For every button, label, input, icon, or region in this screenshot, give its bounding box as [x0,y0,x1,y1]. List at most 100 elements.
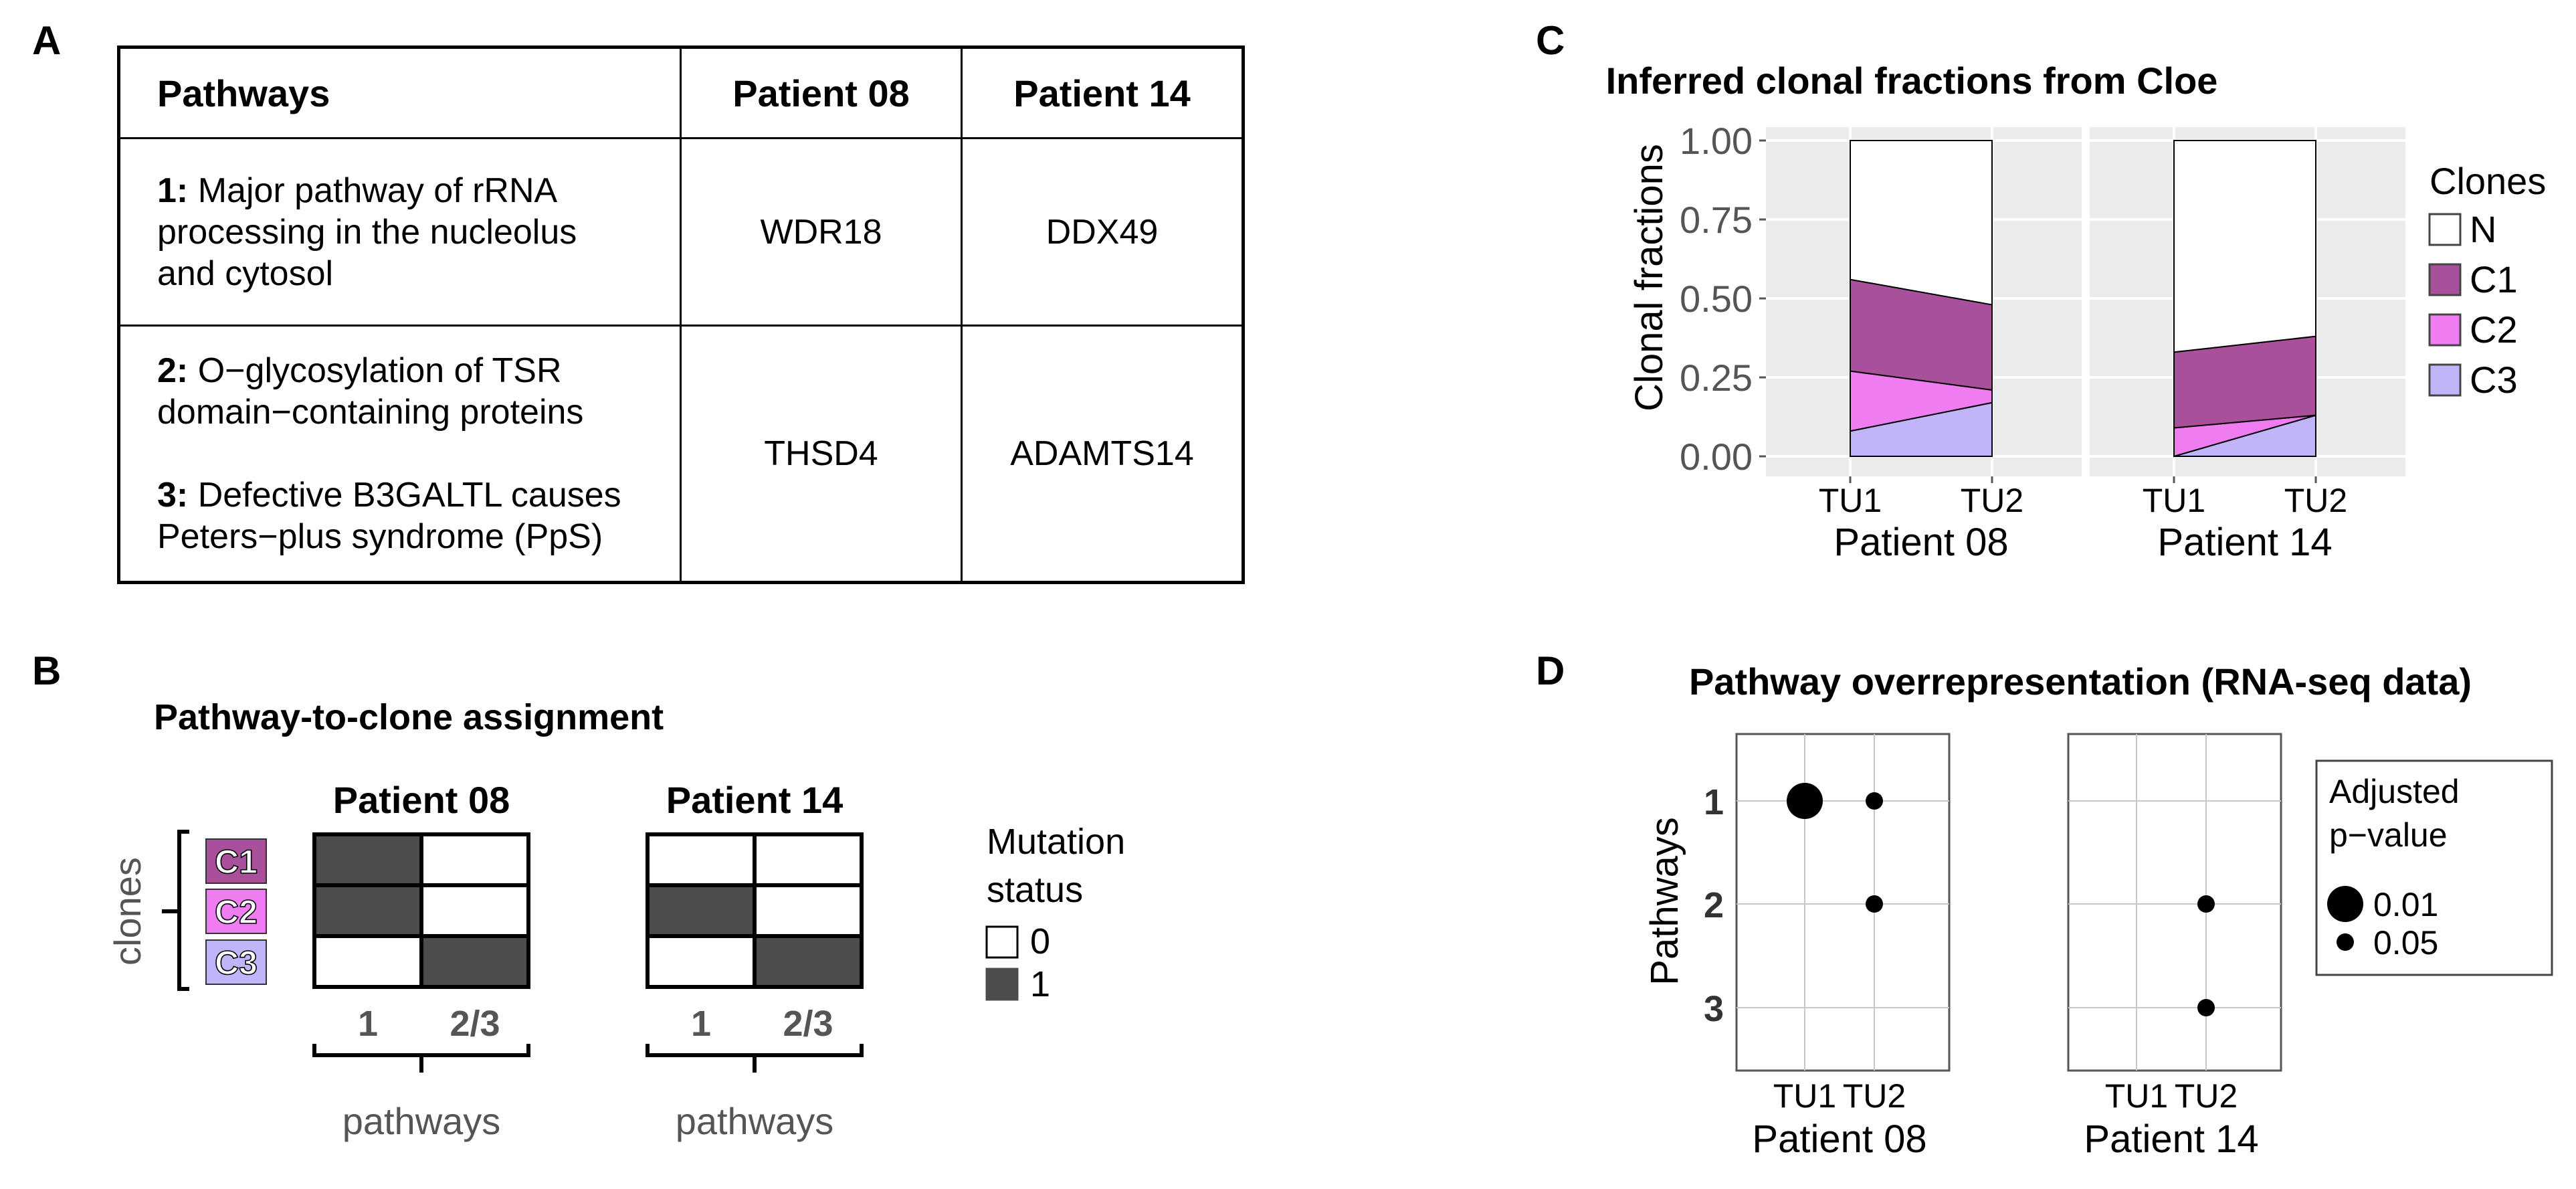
legend-title: Clones [2430,160,2546,202]
legend-label: 0.05 [2373,924,2438,962]
pathway-number: 3: [157,476,189,515]
legend-label: 0.01 [2373,886,2438,923]
panel-label-a: A [32,18,62,63]
facet-label: Patient 14 [2157,521,2332,564]
pathway-column-label: 2/3 [450,1004,500,1044]
pathway-number: 1: [157,171,189,210]
panel-b-title: Pathway-to-clone assignment [154,697,664,737]
pathway-overrepresentation-chart: Pathway overrepresentation (RNA-seq data… [1643,660,2553,1161]
facet-label: Patient 08 [1834,521,2008,564]
legend-label: N [2470,208,2496,250]
x-tick-label: TU1 [1819,482,1882,519]
gene-cell: WDR18 [680,137,963,327]
panel-label-d: D [1536,648,1565,693]
pathway-item: 3: Defective B3GALTL causes Peters−plus … [157,474,679,557]
legend-swatch-1 [985,968,1019,1001]
table-row: 1: Major pathway of rRNA processing in t… [118,137,1244,327]
legend-swatch-0 [985,925,1019,959]
legend-point [2337,933,2354,951]
pathway-column-label: 2/3 [783,1004,833,1044]
y-tick-label: 0.75 [1680,199,1753,241]
pvalue-point [1787,783,1823,819]
clones-axis-label: clones [106,857,148,966]
legend-label: C3 [2470,359,2518,401]
clones-bracket [162,830,189,991]
pvalue-point [1866,895,1883,913]
legend-swatch-c3 [2428,363,2462,397]
legend-title-line: Adjusted [2329,773,2460,810]
y-tick-label: 1 [1704,782,1724,822]
area-n [1850,140,1993,306]
x-tick-label: TU1 [1773,1077,1836,1115]
facet-label: Patient 08 [1752,1117,1926,1161]
clone-badge-label: C2 [215,893,258,931]
pathway-text: processing in the nucleolus [157,212,577,252]
pathway-item: 1: Major pathway of rRNA processing in t… [157,170,679,294]
pathways-bracket [646,1044,864,1073]
pathway-description: 1: Major pathway of rRNA processing in t… [118,137,682,327]
legend-swatch-n [2428,213,2462,246]
pathway-item: 2: O−glycosylation of TSR domain−contain… [157,350,679,433]
x-tick-label: TU2 [1843,1077,1906,1115]
y-tick-label: 3 [1704,989,1724,1029]
pathway-description: 2: O−glycosylation of TSR domain−contain… [118,325,682,583]
chart-d-title: Pathway overrepresentation (RNA-seq data… [1689,660,2472,703]
mutation-cell [753,832,864,887]
legend-point [2327,886,2363,922]
facet-label: Patient 14 [2084,1117,2258,1161]
clone-badge-c2 [205,889,267,934]
mutation-cell [753,934,864,989]
y-tick-label: 0.25 [1680,357,1753,399]
chart-c-title: Inferred clonal fractions from Cloe [1606,60,2218,102]
grid-title: Patient 08 [333,779,510,821]
header-pathways: Pathways [118,46,682,139]
mutation-cell [419,883,530,938]
legend-title-line: status [987,870,1083,910]
y-tick-label: 0.00 [1680,436,1753,478]
chart-c-ylabel: Clonal fractions [1627,144,1671,411]
clone-badge-c3 [205,939,267,985]
legend-swatch-c1 [2428,263,2462,296]
pathway-text: domain−containing proteins [157,393,584,432]
legend-label-1: 1 [1030,964,1050,1004]
panel-label-c: C [1536,18,1565,63]
legend-label: C2 [2470,308,2518,351]
legend-title-line: p−value [2329,816,2448,854]
x-tick-label: TU2 [2175,1077,2238,1115]
legend-label: C1 [2470,258,2518,300]
pvalue-legend: Adjusted p−value 0.010.05 [2315,759,2553,976]
pathway-number: 2: [157,351,189,390]
mutation-cell [419,832,530,887]
y-tick-labels: 0.00 0.25 0.50 0.75 1.00 [1680,120,1766,478]
mutation-cell [312,934,423,989]
clone-badge-label: C3 [215,944,258,982]
clone-badge-label: C1 [215,843,258,881]
legend-box [2315,759,2553,976]
area-n [2173,140,2316,353]
pathways-axis-label: pathways [676,1100,834,1142]
mutation-cell [419,934,530,989]
panel-label-b: B [32,648,62,693]
clonal-fractions-chart: Inferred clonal fractions from Cloe Clon… [1606,60,2547,564]
gene-cell: ADAMTS14 [961,325,1244,583]
mutation-legend: Mutation status 0 1 [985,822,1125,1004]
pathway-table: Pathways Patient 08 Patient 14 1: Major … [117,45,1245,584]
header-patient-08: Patient 08 [680,46,963,139]
y-tick-label: 1.00 [1680,120,1753,162]
pathway-clone-assignment-panel: Pathway-to-clone assignment clones C1C2C… [106,697,1125,1142]
pathway-text: Major pathway of rRNA [197,171,558,210]
pathway-text: Defective B3GALTL causes [197,476,621,515]
x-tick-label: TU2 [2284,482,2347,519]
pathways-bracket [312,1044,530,1073]
pathway-text: and cytosol [157,254,334,293]
y-tick-label: 2 [1704,885,1724,925]
x-tick-label: TU2 [1961,482,2023,519]
y-tick-label: 0.50 [1680,278,1753,320]
legend-label-0: 0 [1030,921,1050,962]
gene-cell: THSD4 [680,325,963,583]
pathway-text: Peters−plus syndrome (PpS) [157,517,603,556]
pvalue-point [2197,999,2215,1016]
table-row: 2: O−glycosylation of TSR domain−contain… [118,325,1244,583]
legend-title-line: Mutation [987,822,1125,862]
